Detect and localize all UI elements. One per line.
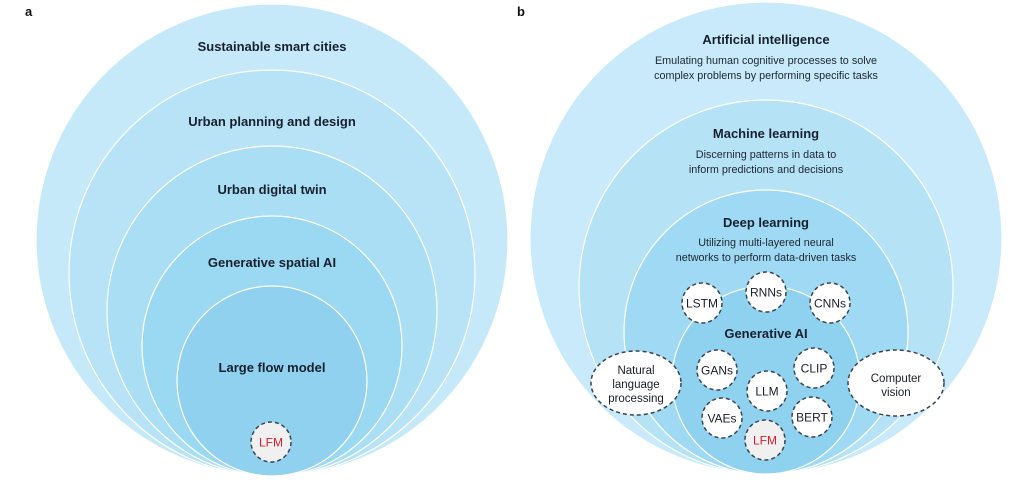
ring-desc-ml-line-2: inform predictions and decisions [689, 164, 844, 176]
ring-desc-ai-line-2: complex problems by performing specific … [654, 70, 878, 82]
bubble-clip: CLIP [793, 347, 835, 389]
ring-desc-dl-line-2: networks to perform data-driven tasks [676, 252, 857, 264]
bubble-circle [681, 282, 723, 324]
bubble-rnns: RNNs [745, 271, 787, 313]
bubble-lfm-panel-a: LFM [250, 421, 292, 463]
ring-title-machine-learning: Machine learning [713, 126, 819, 141]
ring-title-large-flow-model: Large flow model [219, 360, 326, 375]
bubble-vaes: VAEs [701, 397, 743, 439]
panel-a-ring-5 [176, 285, 368, 477]
ring-title-urban-planning: Urban planning and design [188, 114, 356, 129]
bubble-label: CNNs [814, 297, 846, 311]
bubble-circle [701, 397, 743, 439]
ring-title-artificial-intelligence: Artificial intelligence [702, 32, 829, 47]
ellipse-label-line-3: processing [608, 393, 664, 405]
bubble-circle [696, 349, 738, 391]
ring-title-deep-learning: Deep learning [723, 215, 809, 230]
bubble-label: CLIP [801, 362, 828, 376]
bubble-circle [746, 370, 788, 412]
bubble-circle [791, 396, 833, 438]
ellipse-label-line-1: Natural [617, 365, 654, 377]
bubble-gans: GANs [696, 349, 738, 391]
ring-desc-dl-line-1: Utilizing multi-layered neural [698, 237, 834, 249]
panel-b-diagram: Artificial intelligence Emulating human … [529, 1, 1003, 475]
bubble-lstm: LSTM [681, 282, 723, 324]
panel-a-diagram: Sustainable smart cities Urban planning … [35, 3, 509, 477]
bubble-label: BERT [796, 411, 828, 425]
ring-desc-ai-line-1: Emulating human cognitive processes to s… [655, 55, 877, 67]
bubble-label: LSTM [686, 297, 718, 311]
bubble-circle [745, 271, 787, 313]
bubble-bert: BERT [791, 396, 833, 438]
ring-title-urban-digital-twin: Urban digital twin [217, 182, 326, 197]
bubble-circle [809, 282, 851, 324]
bubble-label: VAEs [707, 412, 736, 426]
ellipse-natural-language-processing: Natural language processing [590, 350, 682, 416]
panel-a-label: a [25, 4, 33, 19]
bubble-circle [793, 347, 835, 389]
panel-b-label: b [517, 4, 525, 19]
ellipse-shape [847, 349, 945, 417]
bubble-label: LLM [755, 385, 778, 399]
ellipse-label-line-2: language [612, 379, 659, 391]
ring-title-generative-ai: Generative AI [724, 326, 807, 341]
bubble-label: GANs [701, 364, 733, 378]
ring-desc-ml-line-1: Discerning patterns in data to [696, 149, 836, 161]
bubble-cnns: CNNs [809, 282, 851, 324]
ellipse-label-line-1: Computer [871, 373, 922, 385]
ring-title-generative-spatial-ai: Generative spatial AI [208, 255, 336, 270]
bubble-label: LFM [753, 434, 777, 448]
ring-title-sustainable-smart-cities: Sustainable smart cities [198, 39, 347, 54]
bubble-circle [250, 421, 292, 463]
ellipse-shape [590, 350, 682, 416]
bubble-circle [744, 419, 786, 461]
bubble-label: LFM [259, 436, 283, 450]
bubble-lfm-panel-b: LFM [744, 419, 786, 461]
bubble-label: RNNs [750, 286, 782, 300]
ellipse-computer-vision: Computer vision [847, 349, 945, 417]
ellipse-label-line-2: vision [881, 387, 910, 399]
bubble-llm: LLM [746, 370, 788, 412]
